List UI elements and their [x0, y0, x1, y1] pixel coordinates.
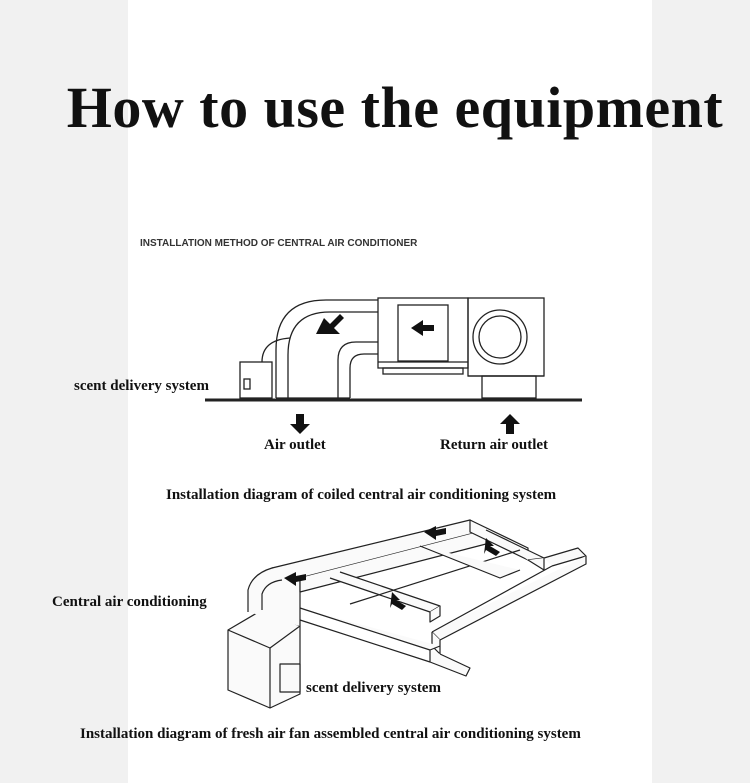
flow-arrow-icon-2	[424, 526, 446, 540]
duct-arrow-icon	[316, 314, 344, 334]
fan-icon	[472, 309, 528, 365]
flow-arrow-icon-1	[284, 572, 306, 586]
scent-delivery-label-2: scent delivery system	[306, 680, 441, 696]
return-air-outlet-label: Return air outlet	[440, 437, 549, 453]
flow-arrow-icon-3	[484, 538, 500, 556]
diagram1-caption: Installation diagram of coiled central a…	[166, 487, 557, 503]
scent-delivery-label-1: scent delivery system	[74, 378, 209, 394]
flow-arrow-icon-4	[390, 592, 406, 610]
scent-device-box-2	[279, 663, 301, 693]
page-title: How to use the equipment	[66, 75, 724, 140]
white-panel	[128, 0, 652, 783]
diagram1-heading: INSTALLATION METHOD OF CENTRAL AIR CONDI…	[140, 238, 418, 249]
scent-device-box	[239, 361, 273, 399]
diagram2-caption: Installation diagram of fresh air fan as…	[80, 726, 581, 742]
up-arrow-icon	[500, 414, 520, 434]
left-arrow-icon	[411, 320, 434, 336]
air-outlet-label: Air outlet	[264, 437, 326, 453]
main-unit-box	[227, 609, 301, 709]
duct-elbow	[275, 299, 378, 398]
down-arrow-icon	[290, 414, 310, 434]
central-air-conditioning-label: Central air conditioning	[52, 594, 207, 610]
